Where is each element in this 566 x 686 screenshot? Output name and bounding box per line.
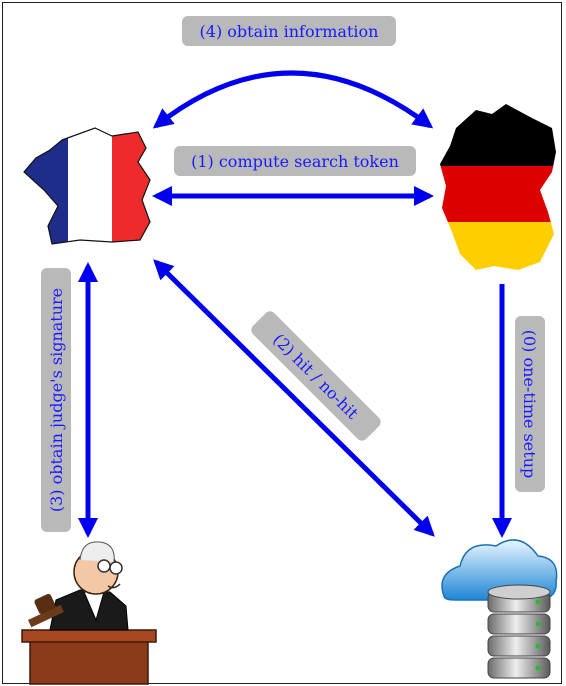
cloud-database-icon [441, 539, 558, 679]
arrow-hit-no-hit [153, 259, 435, 537]
svg-text:(2) hit / no-hit: (2) hit / no-hit [269, 330, 362, 423]
germany-flag-map-icon [440, 104, 556, 270]
svg-text:(4) obtain information: (4) obtain information [200, 22, 379, 41]
label-one-time-setup: (0) one-time setup [515, 316, 545, 492]
label-judge-signature: (3) obtain judge's signature [41, 268, 71, 532]
arrow-obtain-information [152, 70, 434, 129]
label-search-token: (1) compute search token [174, 146, 416, 176]
label-obtain-information: (4) obtain information [182, 16, 396, 46]
svg-text:(1) compute search token: (1) compute search token [191, 152, 399, 171]
judge-icon [21, 541, 157, 685]
svg-text:(0) one-time setup: (0) one-time setup [520, 330, 539, 479]
svg-text:(3) obtain judge's signature: (3) obtain judge's signature [47, 288, 66, 512]
france-flag-map-icon [23, 127, 151, 245]
